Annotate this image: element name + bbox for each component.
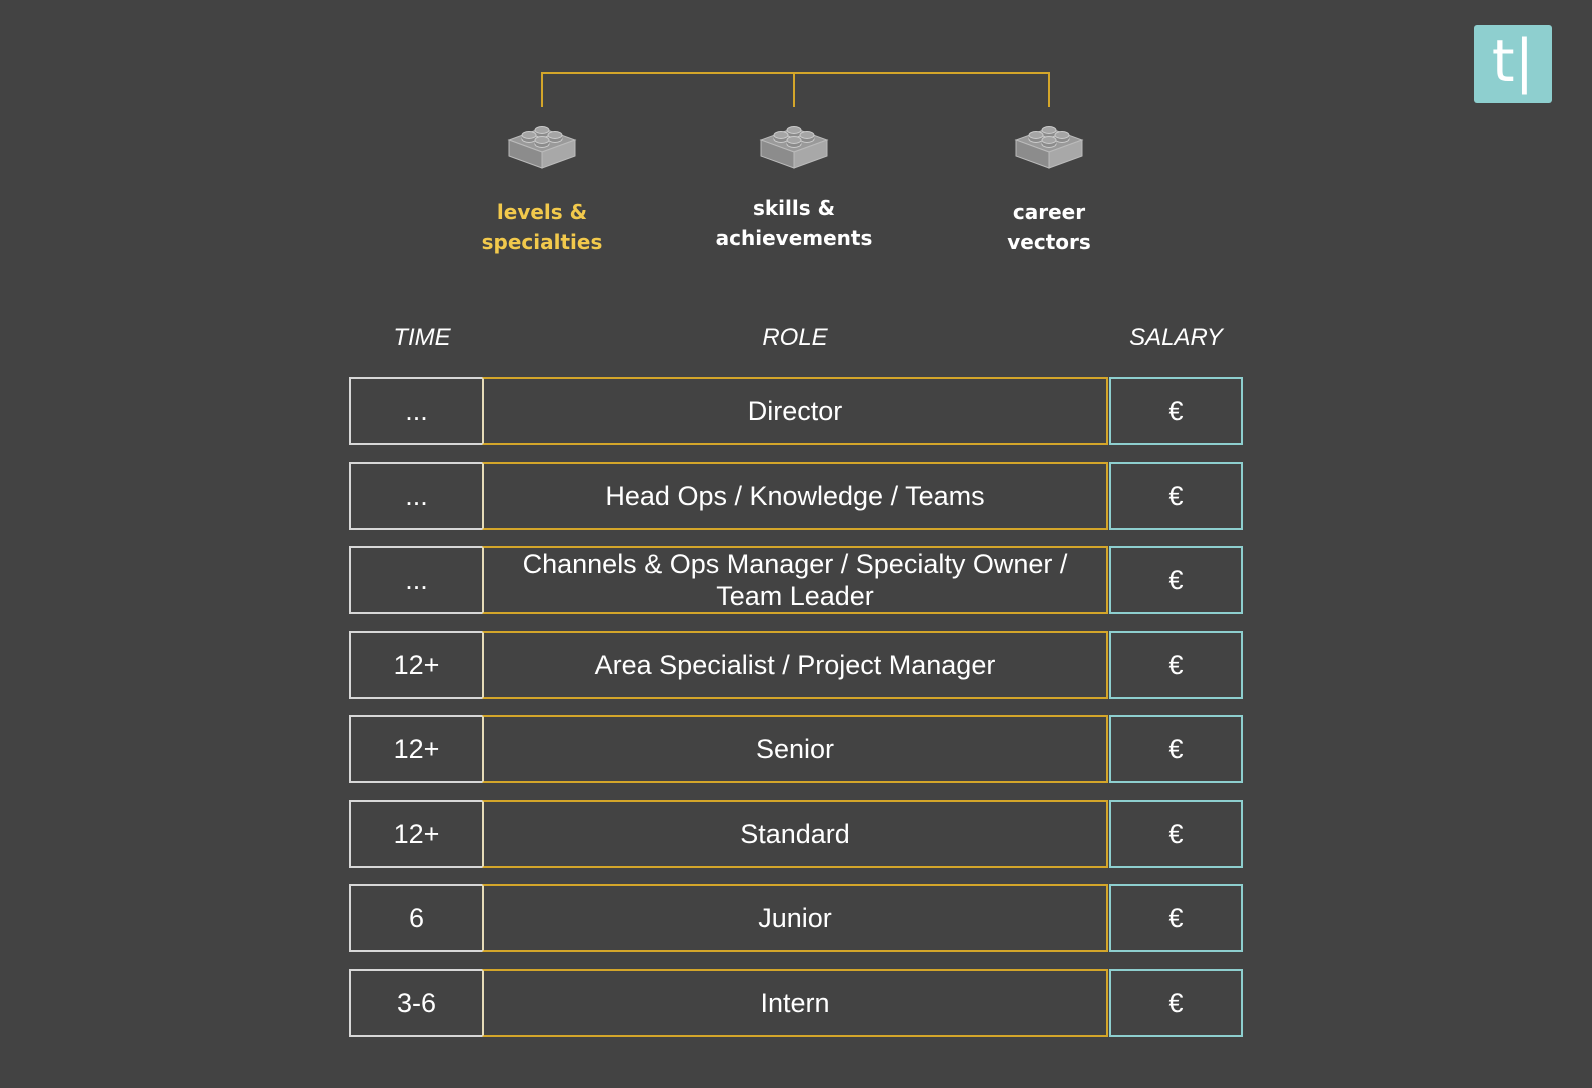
time-cell: ...: [349, 546, 484, 614]
role-text: Channels & Ops Manager / Specialty Owner…: [522, 549, 1068, 611]
role-text: Area Specialist / Project Manager: [594, 649, 996, 680]
role-text: Director: [747, 396, 843, 426]
role-cell: Channels & Ops Manager / Specialty Owner…: [482, 546, 1108, 614]
time-cell: ...: [349, 461, 484, 530]
role-cell: Standard: [482, 799, 1108, 868]
logo: t|: [1474, 25, 1552, 103]
role-text: Intern: [760, 987, 830, 1018]
time-cell: 12+: [349, 630, 484, 699]
time-cell: 12+: [349, 799, 484, 868]
role-cell: Intern: [482, 968, 1108, 1037]
role-cell: Director: [482, 377, 1108, 445]
salary-cell: €: [1109, 715, 1243, 783]
role-text: Head Ops / Knowledge / Teams: [605, 480, 985, 511]
connector-lines: [541, 72, 1050, 107]
table-row: ... Channels & Ops Manager / Specialty Ow…: [349, 546, 1243, 614]
table-row: 12+ Area Specialist / Project Manager €: [349, 630, 1243, 699]
time-cell: ...: [349, 377, 484, 445]
lego-brick-icon: [1014, 120, 1084, 170]
category-label: levels & specialties: [442, 197, 642, 257]
time-cell: 3-6: [349, 968, 484, 1037]
role-text: Junior: [758, 903, 832, 933]
category-label-line: skills &: [752, 196, 836, 220]
time-cell: 12+: [349, 715, 484, 783]
header-salary: SALARY: [1129, 324, 1223, 351]
table-row: ... Director €: [349, 377, 1243, 445]
table-row: 6 Junior €: [349, 884, 1243, 952]
table-row: ... Head Ops / Knowledge / Teams €: [349, 461, 1243, 530]
role-cell: Senior: [482, 715, 1108, 783]
salary-cell: €: [1109, 546, 1243, 614]
category-label-line: career: [1012, 200, 1086, 224]
role-cell: Head Ops / Knowledge / Teams: [482, 461, 1108, 530]
salary-cell: €: [1109, 968, 1243, 1037]
salary-cell: €: [1109, 799, 1243, 868]
salary-cell: €: [1109, 884, 1243, 952]
header-time: TIME: [393, 324, 451, 351]
header-role: ROLE: [762, 324, 828, 351]
role-text: Standard: [740, 818, 850, 849]
salary-cell: €: [1109, 630, 1243, 699]
role-cell: Area Specialist / Project Manager: [482, 630, 1108, 699]
category-label-line: vectors: [1007, 230, 1091, 254]
lego-brick-icon: [759, 120, 829, 170]
role-cell: Junior: [482, 884, 1108, 952]
category-label: skills & achievements: [694, 193, 894, 253]
category-label-line: levels &: [496, 200, 588, 224]
lego-brick-icon: [507, 120, 577, 170]
salary-cell: €: [1109, 377, 1243, 445]
salary-cell: €: [1109, 461, 1243, 530]
category-label-line: specialties: [481, 230, 603, 254]
table-row: 3-6 Intern €: [349, 968, 1243, 1037]
role-text: Senior: [755, 734, 835, 764]
category-label: career vectors: [949, 197, 1149, 257]
category-label-line: achievements: [715, 226, 873, 250]
table-row: 12+ Standard €: [349, 799, 1243, 868]
table-row: 12+ Senior €: [349, 715, 1243, 783]
time-cell: 6: [349, 884, 484, 952]
